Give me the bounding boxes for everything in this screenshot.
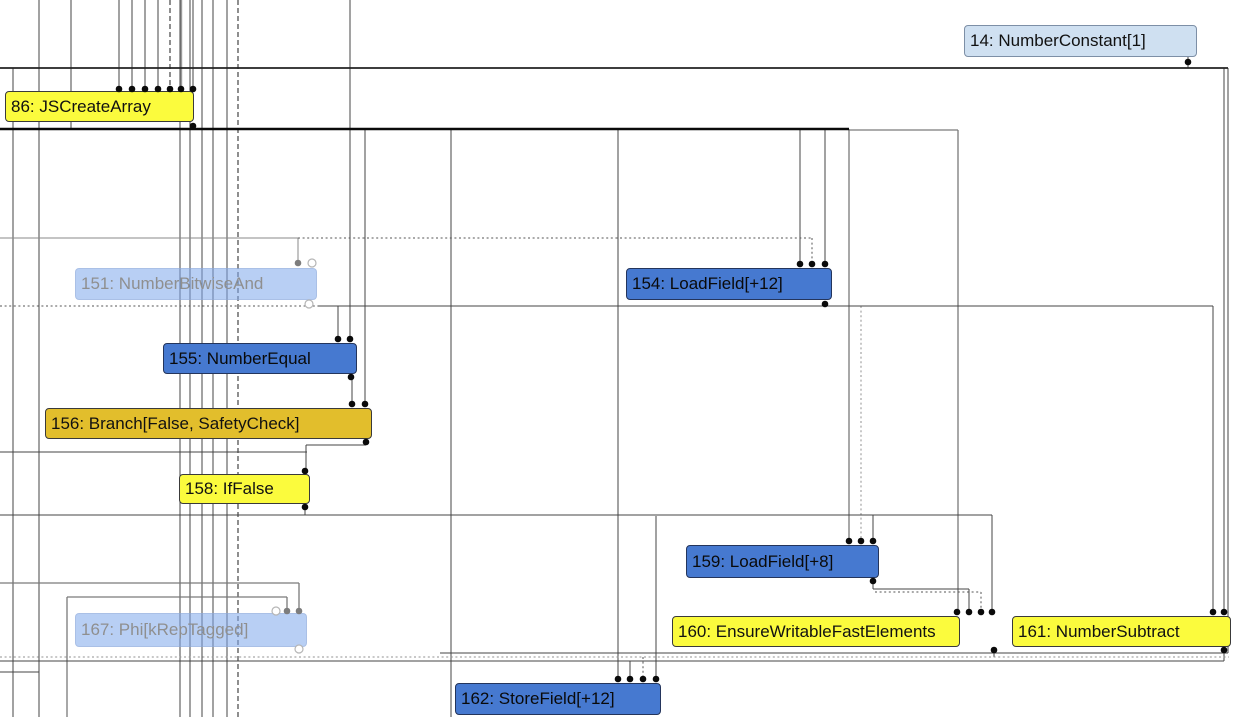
graph-node-161[interactable]: 161: NumberSubtract xyxy=(1012,616,1231,647)
graph-node-label: 156: Branch[False, SafetyCheck] xyxy=(51,413,300,433)
graph-node-label: 86: JSCreateArray xyxy=(11,96,151,116)
graph-node-160[interactable]: 160: EnsureWritableFastElements xyxy=(672,616,960,647)
graph-node-label: 158: IfFalse xyxy=(185,479,274,498)
graph-node-151[interactable]: 151: NumberBitwiseAnd xyxy=(75,268,317,300)
graph-node-label: 155: NumberEqual xyxy=(169,348,311,368)
graph-node-label: 154: LoadField[+12] xyxy=(632,274,783,293)
graph-node-label: 167: Phi[kRepTagged] xyxy=(81,620,249,639)
graph-node-158[interactable]: 158: IfFalse xyxy=(179,474,310,504)
graph-node-162[interactable]: 162: StoreField[+12] xyxy=(455,683,661,715)
graph-node-159[interactable]: 159: LoadField[+8] xyxy=(686,545,879,578)
graph-node-label: 160: EnsureWritableFastElements xyxy=(678,621,936,641)
graph-node-154[interactable]: 154: LoadField[+12] xyxy=(626,268,832,300)
graph-node-label: 162: StoreField[+12] xyxy=(461,689,615,708)
graph-node-label: 151: NumberBitwiseAnd xyxy=(81,274,264,293)
graph-node-155[interactable]: 155: NumberEqual xyxy=(163,343,357,374)
graph-node-14[interactable]: 14: NumberConstant[1] xyxy=(964,25,1197,57)
graph-node-label: 14: NumberConstant[1] xyxy=(970,31,1146,50)
graph-node-156[interactable]: 156: Branch[False, SafetyCheck] xyxy=(45,408,372,439)
graph-node-label: 161: NumberSubtract xyxy=(1018,621,1180,641)
graph-node-86[interactable]: 86: JSCreateArray xyxy=(5,91,194,122)
graph-node-167[interactable]: 167: Phi[kRepTagged] xyxy=(75,613,307,647)
graph-node-label: 159: LoadField[+8] xyxy=(692,551,834,571)
